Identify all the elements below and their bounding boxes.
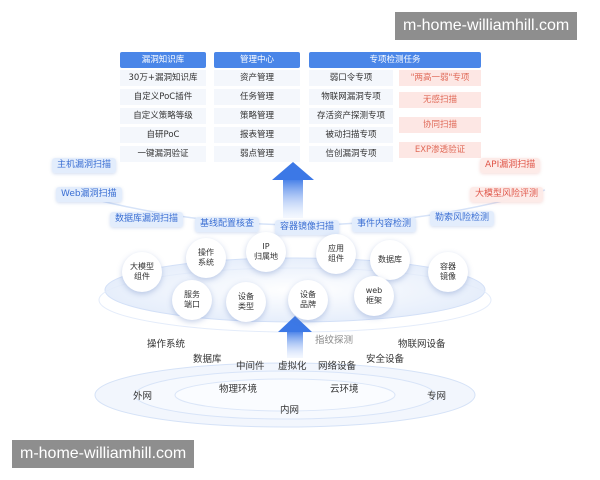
chip-baseline-check: 基线配置核查	[195, 217, 260, 232]
bubble-llm-component: 大模型 组件	[122, 252, 162, 292]
arrow-up-bottom	[278, 316, 312, 358]
special-task-item: 物联网漏洞专项	[309, 89, 393, 105]
bubble-device-brand: 设备 品牌	[288, 280, 328, 320]
bubble-web-framework: web 框架	[354, 276, 394, 316]
vuln-kb-item: 自定义PoC插件	[120, 89, 206, 105]
env-private-network: 专网	[427, 391, 447, 402]
env-cloud: 云环境	[330, 384, 359, 395]
management-item: 策略管理	[214, 108, 300, 124]
management-item: 报表管理	[214, 127, 300, 143]
env-iot-device: 物联网设备	[398, 339, 446, 350]
column-header-vuln-kb: 漏洞知识库	[120, 52, 206, 68]
env-os: 操作系统	[147, 339, 186, 350]
env-virtualization: 虚拟化	[278, 361, 307, 372]
bubble-container-image: 容器 镜像	[428, 252, 468, 292]
fingerprint-detect-label: 指纹探测	[315, 335, 354, 346]
column-header-management: 管理中心	[214, 52, 300, 68]
arrow-up-top	[272, 162, 314, 218]
watermark-bottom: m-home-williamhill.com	[12, 440, 195, 468]
chip-event-content-detect: 事件内容检测	[352, 217, 417, 232]
vuln-kb-item: 30万+漏洞知识库	[120, 70, 206, 86]
column-header-special-tasks: 专项检测任务	[309, 52, 481, 68]
bubble-app-component: 应用 组件	[316, 234, 356, 274]
chip-database-vuln-scan: 数据库漏洞扫描	[110, 212, 184, 227]
chip-ransomware-detect: 勒索风险检测	[430, 211, 495, 226]
chip-web-vuln-scan: Web漏洞扫描	[56, 187, 122, 202]
bubble-os: 操作 系统	[186, 238, 226, 278]
vuln-kb-item: 一键漏洞验证	[120, 146, 206, 162]
special-task-highlight: 无感扫描	[399, 92, 481, 108]
vuln-kb-item: 自研PoC	[120, 127, 206, 143]
chip-container-image-scan: 容器镜像扫描	[275, 220, 340, 235]
vuln-kb-item: 自定义策略等级	[120, 108, 206, 124]
chip-host-vuln-scan: 主机漏洞扫描	[52, 158, 117, 173]
bubble-ip-location: IP 归属地	[246, 232, 286, 272]
special-task-item: 信创漏洞专项	[309, 146, 393, 162]
special-task-item: 被动扫描专项	[309, 127, 393, 143]
watermark-top: m-home-williamhill.com	[395, 12, 578, 40]
env-external-network: 外网	[133, 391, 153, 402]
special-task-highlight: EXP渗透验证	[399, 142, 481, 158]
env-database: 数据库	[193, 354, 222, 365]
management-item: 弱点管理	[214, 146, 300, 162]
env-physical: 物理环境	[219, 384, 258, 395]
env-security-device: 安全设备	[366, 354, 405, 365]
bubble-service-port: 服务 端口	[172, 280, 212, 320]
env-middleware: 中间件	[236, 361, 265, 372]
env-internal-network: 内网	[280, 405, 300, 416]
chip-llm-risk-eval: 大模型风险评测	[470, 187, 544, 202]
management-item: 任务管理	[214, 89, 300, 105]
bubble-database: 数据库	[370, 240, 410, 280]
chip-api-vuln-scan: API漏洞扫描	[480, 158, 541, 173]
bubble-device-type: 设备 类型	[226, 282, 266, 322]
management-item: 资产管理	[214, 70, 300, 86]
special-task-highlight: 协同扫描	[399, 117, 481, 133]
special-task-highlight: "两高一弱"专项	[399, 70, 481, 86]
env-network-device: 网络设备	[318, 361, 357, 372]
special-task-item: 弱口令专项	[309, 70, 393, 86]
special-task-item: 存活资产探测专项	[309, 108, 393, 124]
